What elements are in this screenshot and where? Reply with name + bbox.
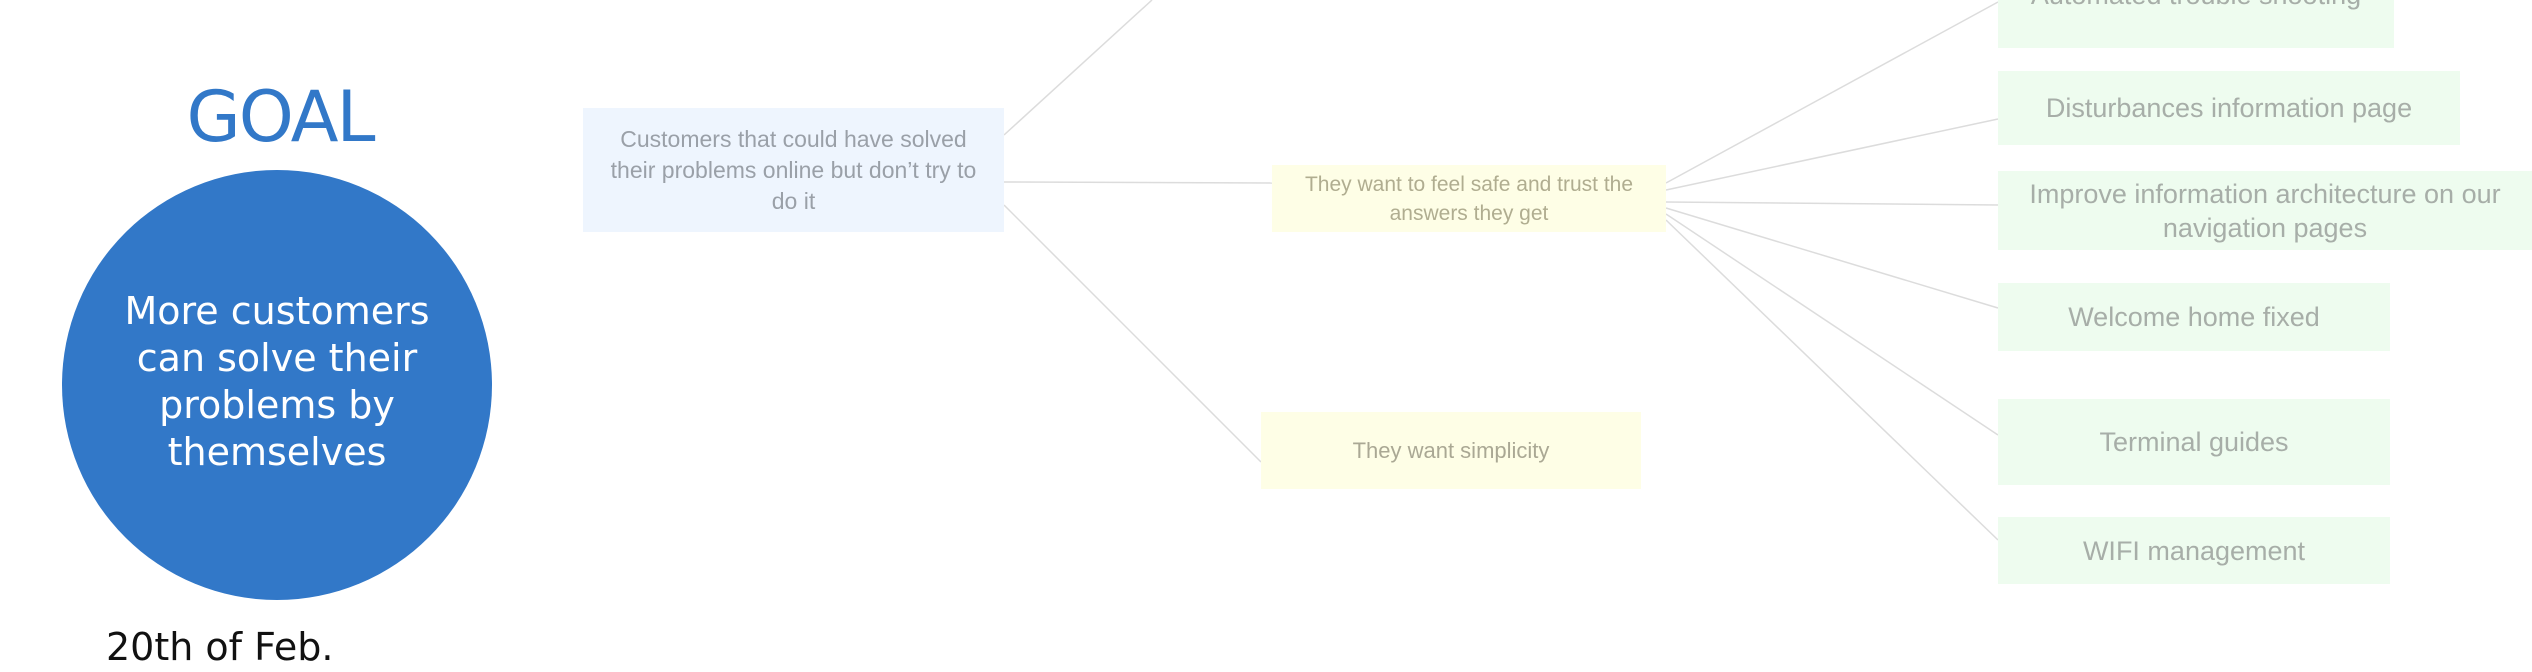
connector-safe-dist bbox=[1665, 118, 1999, 191]
connector-safe-terminal bbox=[1665, 213, 1999, 436]
need-simplicity-text: They want simplicity bbox=[1352, 438, 1550, 463]
connector-customers-safe bbox=[1003, 181, 1273, 184]
need-safe-trust-node[interactable]: They want to feel safe and trust the ans… bbox=[1272, 165, 1666, 232]
connector-customers-offscreen bbox=[1003, 0, 1153, 136]
goal-circle[interactable]: More customers can solve their problems … bbox=[62, 170, 492, 600]
solution-terminal-guides[interactable]: Terminal guides bbox=[1998, 399, 2390, 485]
connector-customers-simplicity bbox=[1003, 204, 1262, 463]
solution-label: Welcome home fixed bbox=[2068, 302, 2320, 332]
goal-title: GOAL bbox=[186, 76, 376, 158]
customer-segment-node[interactable]: Customers that could have solved their p… bbox=[583, 108, 1004, 232]
solution-welcome-home[interactable]: Welcome home fixed bbox=[1998, 283, 2390, 351]
solution-information-architecture[interactable]: Improve information architecture on our … bbox=[1998, 171, 2532, 250]
goal-statement: More customers can solve their problems … bbox=[124, 289, 430, 474]
connector-safe-auto bbox=[1665, 1, 1999, 184]
solution-label: Improve information architecture on our … bbox=[2029, 178, 2501, 243]
solution-disturbances-page[interactable]: Disturbances information page bbox=[1998, 71, 2460, 145]
solution-label: Disturbances information page bbox=[2045, 93, 2413, 123]
customer-segment-text: Customers that could have solved their p… bbox=[610, 125, 977, 214]
need-simplicity-node[interactable]: They want simplicity bbox=[1261, 412, 1641, 489]
goal-date: 20th of Feb. bbox=[106, 625, 334, 669]
connector-safe-ia bbox=[1665, 201, 1999, 206]
connector-safe-welcome bbox=[1665, 207, 1999, 309]
solution-label: Terminal guides bbox=[2099, 427, 2289, 457]
solution-automated-troubleshooting[interactable]: Automated trouble shooting bbox=[1998, 0, 2394, 48]
solution-label: WIFI management bbox=[2082, 535, 2306, 566]
need-safe-trust-text: They want to feel safe and trust the ans… bbox=[1304, 172, 1634, 225]
solution-wifi-management[interactable]: WIFI management bbox=[1998, 517, 2390, 584]
solution-label: Automated trouble shooting bbox=[2031, 0, 2361, 12]
connector-safe-wifi bbox=[1665, 219, 1999, 541]
